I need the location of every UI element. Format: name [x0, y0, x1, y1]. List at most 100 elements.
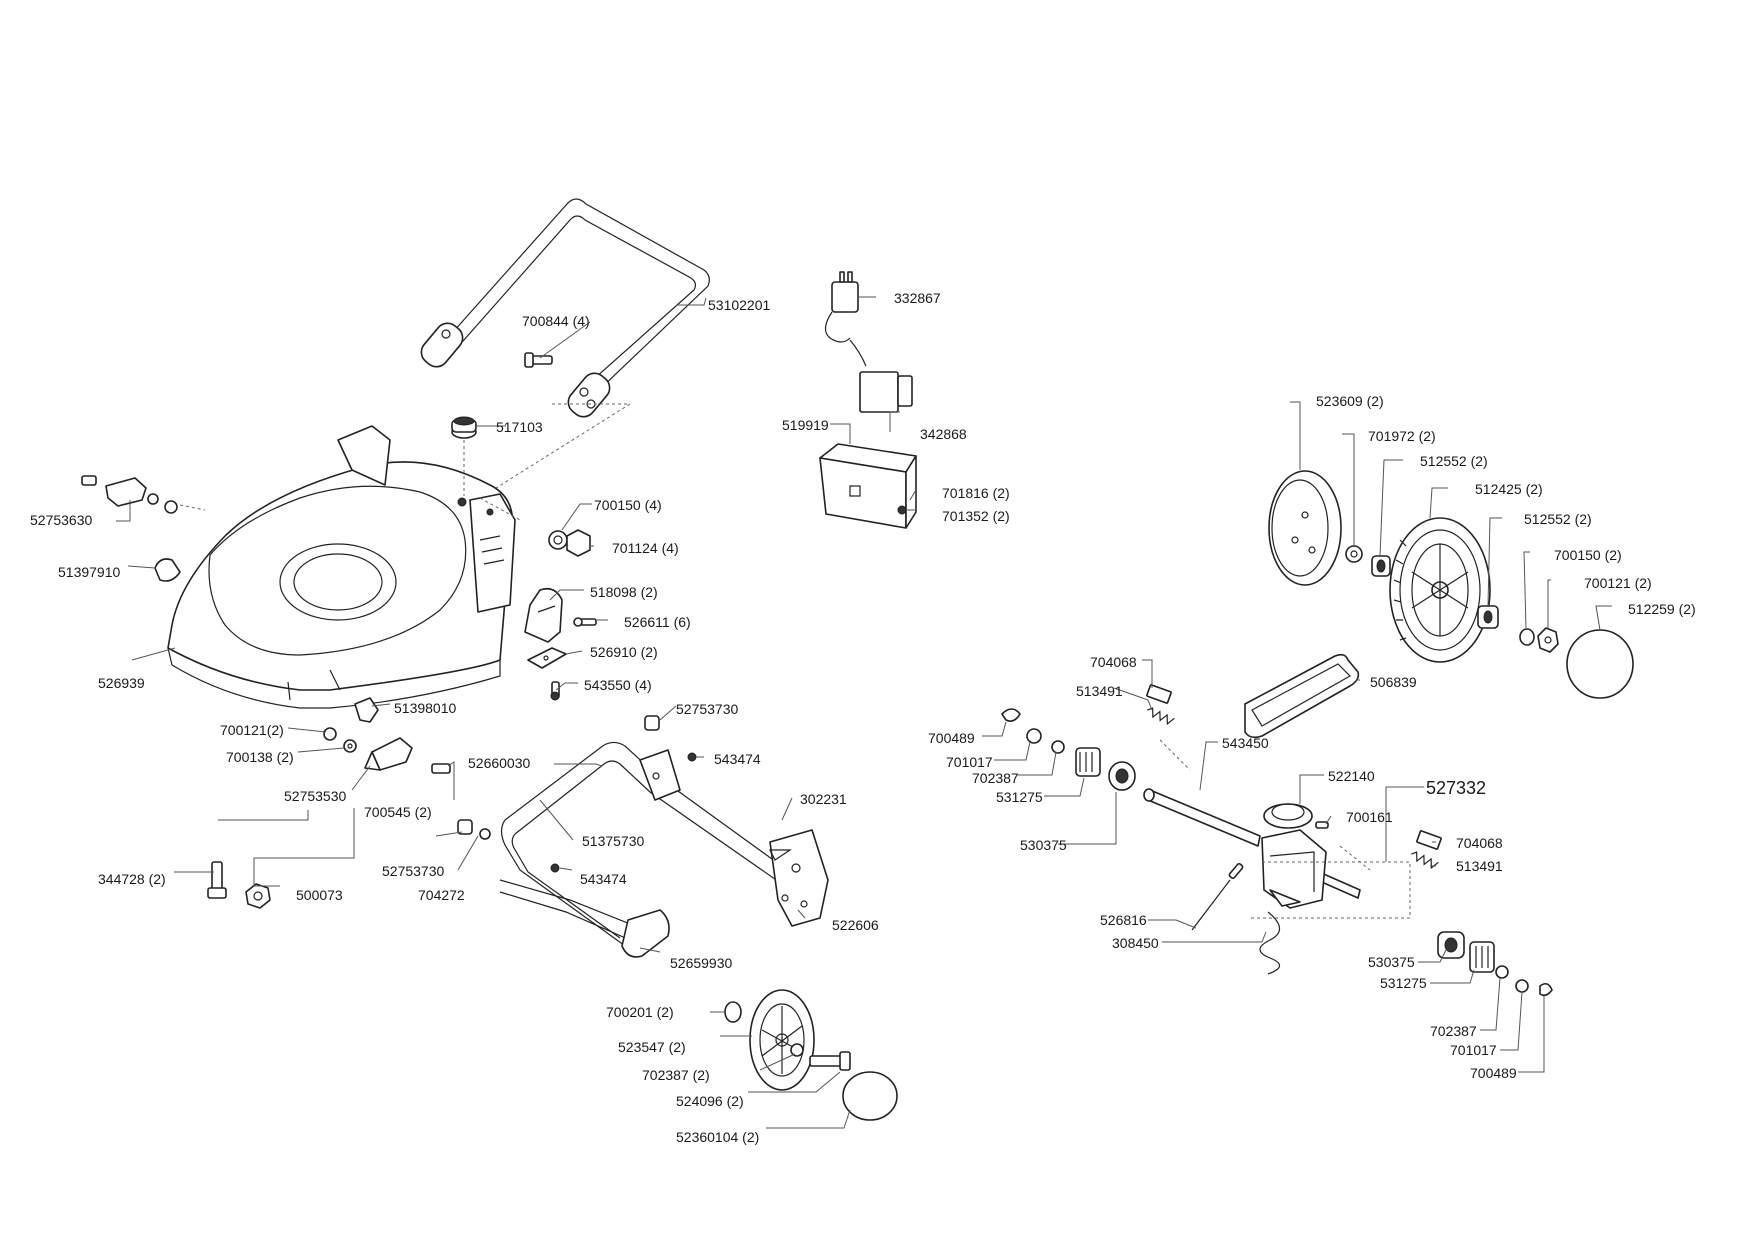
label-543450: 543450: [1222, 735, 1269, 751]
bracket-518098: [524, 587, 563, 643]
nut-500073: [245, 883, 271, 909]
label-332867: 332867: [894, 290, 941, 306]
label-53102201: 53102201: [708, 297, 771, 313]
label-701017-a: 701017: [946, 754, 993, 770]
belt-506839: [1244, 653, 1360, 739]
leader-lines: [116, 296, 1612, 1129]
upper-handle: [420, 198, 710, 418]
screw-543474-a: [687, 752, 697, 762]
label-700844: 700844 (4): [522, 313, 590, 329]
washer-701017-a: [1026, 728, 1042, 744]
label-701816: 701816 (2): [942, 485, 1010, 501]
label-522140: 522140: [1328, 768, 1375, 784]
bearing-512552-b: [1477, 605, 1499, 629]
label-344728: 344728 (2): [98, 871, 166, 887]
label-52360104: 52360104 (2): [676, 1129, 759, 1145]
label-342868: 342868: [920, 426, 967, 442]
label-700489-b: 700489: [1470, 1065, 1517, 1081]
label-702387-b: 702387: [972, 770, 1019, 786]
label-518098: 518098 (2): [590, 584, 658, 600]
label-52753730-a: 52753730: [382, 863, 445, 879]
label-506839: 506839: [1370, 674, 1417, 690]
label-700489-a: 700489: [928, 730, 975, 746]
label-700545: 700545 (2): [364, 804, 432, 820]
label-700138: 700138 (2): [226, 749, 294, 765]
washer-702387-b: [1495, 965, 1509, 979]
label-523609: 523609 (2): [1316, 393, 1384, 409]
label-700121-b: 700121 (2): [1584, 575, 1652, 591]
label-704068-a: 704068: [1090, 654, 1137, 670]
part-labels: 53102201 700844 (4) 517103 52753630 5139…: [30, 290, 1696, 1145]
bearing-512552-a: [1371, 555, 1391, 577]
label-513491-b: 513491: [1456, 858, 1503, 874]
pinion-531275-a: [1075, 747, 1101, 777]
washer-702387-a: [1051, 740, 1065, 754]
handle-bolt: [524, 352, 553, 368]
label-512425: 512425 (2): [1475, 481, 1543, 497]
pinion-531275-b: [1469, 941, 1495, 973]
label-523547: 523547 (2): [618, 1039, 686, 1055]
washer-700150: [1519, 628, 1535, 646]
label-531275-b: 531275: [1380, 975, 1427, 991]
clutch-530375-b: [1437, 931, 1465, 959]
label-543474-a: 543474: [714, 751, 761, 767]
part-51398010: [354, 697, 379, 723]
gearbox-527332: [1261, 803, 1327, 909]
label-543474-b: 543474: [580, 871, 627, 887]
clip-700489-a: [1001, 708, 1021, 722]
key-704068-b: [1416, 830, 1442, 850]
mower-deck: [167, 425, 516, 709]
lower-handle: [499, 741, 791, 958]
battery-519919: [819, 443, 917, 529]
latch-52753530: [364, 737, 413, 771]
label-513491-a: 513491: [1076, 683, 1123, 699]
washer-nut-700150-701124: [548, 529, 591, 557]
screw-526611: [573, 617, 597, 627]
key-704068-a: [1146, 684, 1172, 704]
label-517103: 517103: [496, 419, 543, 435]
nuts-700121-700138: [323, 727, 357, 753]
spring-513491-b: [1411, 851, 1439, 870]
screw-543550: [550, 681, 560, 701]
label-52659930: 52659930: [670, 955, 733, 971]
hubcap-52360104: [842, 1071, 898, 1121]
wheel-plate-523609: [1268, 470, 1342, 586]
label-512552-b: 512552 (2): [1524, 511, 1592, 527]
label-51398010: 51398010: [394, 700, 457, 716]
label-543550: 543550 (4): [584, 677, 652, 693]
clip-51397910: [154, 558, 181, 582]
label-701017-b: 701017: [1450, 1042, 1497, 1058]
clutch-530375-a: [1108, 761, 1136, 791]
label-522606: 522606: [832, 917, 879, 933]
label-700150-b: 700150 (2): [1554, 547, 1622, 563]
label-52753630: 52753630: [30, 512, 93, 528]
label-519919: 519919: [782, 417, 829, 433]
clip-700489-b: [1539, 982, 1553, 997]
label-700121-a: 700121(2): [220, 722, 284, 738]
grommet-517103: [451, 416, 477, 439]
cable-526816: [1191, 862, 1244, 931]
washer-701972: [1345, 545, 1363, 563]
label-526939: 526939: [98, 675, 145, 691]
hubcap-512259: [1566, 629, 1634, 699]
bolt-344728: [207, 861, 227, 899]
label-526611: 526611 (6): [624, 614, 691, 630]
bolt-700545: [431, 763, 451, 774]
label-702387-c: 702387: [1430, 1023, 1477, 1039]
plate-526910: [527, 647, 567, 669]
label-700161: 700161: [1346, 809, 1393, 825]
label-704272: 704272: [418, 887, 465, 903]
spring-513491-a: [1147, 707, 1175, 726]
label-704068-b: 704068: [1456, 835, 1503, 851]
label-52753730-b: 52753730: [676, 701, 739, 717]
drive-shaft-543450: [1143, 788, 1361, 899]
charger-332867: [824, 271, 859, 343]
connector-342868: [849, 339, 913, 413]
rear-wheel-512425: [1389, 517, 1491, 663]
axle-bolt-524096: [809, 1051, 851, 1071]
label-526816: 526816: [1100, 912, 1147, 928]
spring-308450: [1259, 911, 1281, 975]
label-701972: 701972 (2): [1368, 428, 1436, 444]
label-526910: 526910 (2): [590, 644, 658, 660]
label-52660030: 52660030: [468, 755, 531, 771]
